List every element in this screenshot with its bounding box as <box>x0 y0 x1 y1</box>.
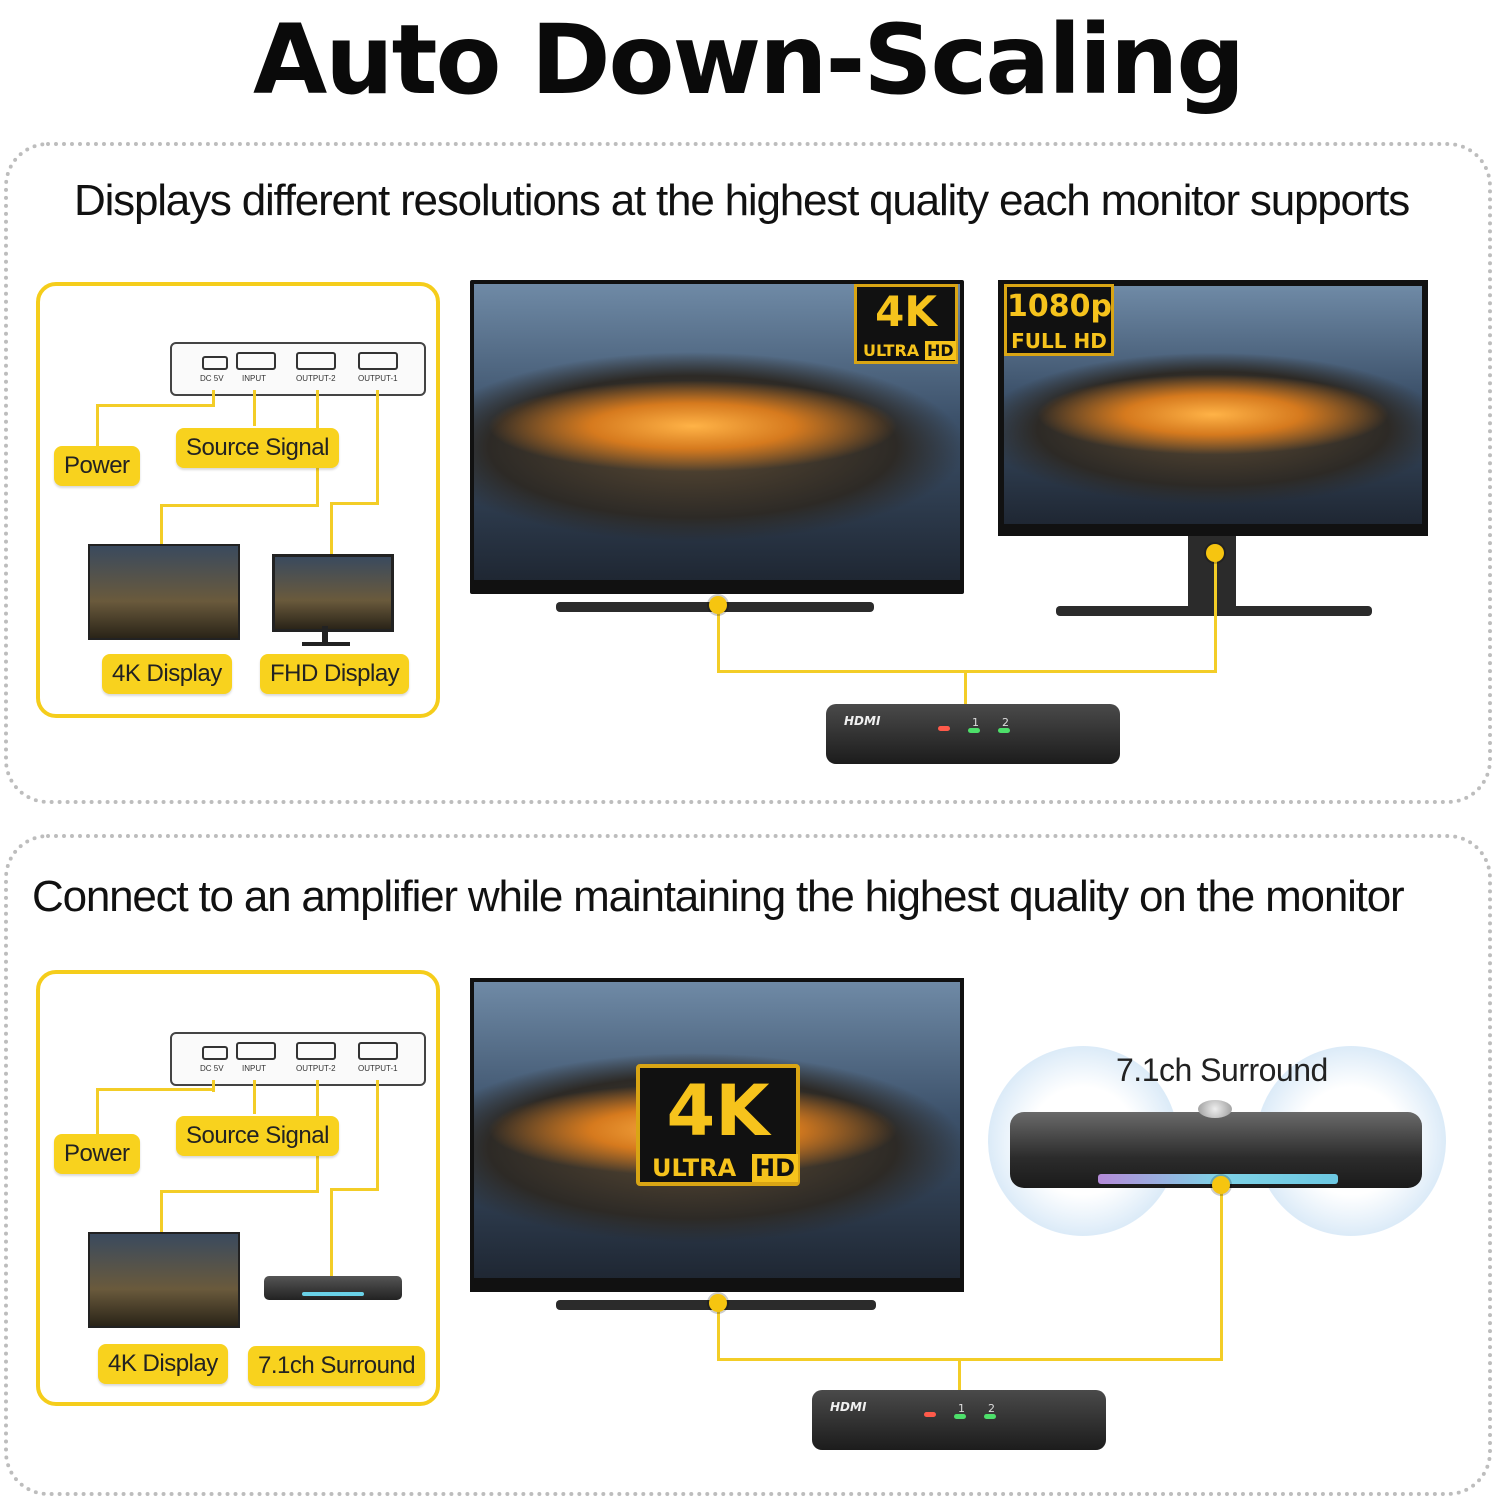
wire <box>160 504 163 548</box>
badge-big-text: 1080p <box>1007 289 1112 324</box>
source-signal-tag: Source Signal <box>176 428 339 468</box>
led-2-icon <box>998 728 1010 733</box>
wire <box>96 1088 99 1138</box>
badge-1080p-full-hd: 1080p FULL HD <box>1004 284 1114 356</box>
mini-soundbar-icon <box>264 1276 402 1300</box>
led-label: 2 <box>988 1402 995 1415</box>
port-output1-icon <box>358 352 398 370</box>
badge-4k-ultra-hd: 4K ULTRA HD <box>854 284 958 364</box>
section-subtitle: Connect to an amplifier while maintainin… <box>32 872 1405 921</box>
port-label: INPUT <box>242 374 266 383</box>
badge-big-text: 4K <box>875 287 937 336</box>
wire <box>330 502 379 505</box>
connection-diagram: DC 5V INPUT OUTPUT-2 OUTPUT-1 Power Sour… <box>36 282 440 718</box>
4k-display-tag: 4K Display <box>102 654 232 694</box>
wire <box>96 1088 215 1091</box>
wire <box>253 390 256 426</box>
badge-hd-text: HD <box>925 341 956 360</box>
led-label: 2 <box>1002 716 1009 729</box>
badge-4k-ultra-hd: 4K ULTRA HD <box>636 1064 800 1186</box>
mini-stand-icon <box>322 626 328 644</box>
wire <box>160 504 319 507</box>
source-signal-tag: Source Signal <box>176 1116 339 1156</box>
led-1-icon <box>968 728 980 733</box>
surround-tag: 7.1ch Surround <box>248 1346 426 1386</box>
badge-small-text: ULTRA <box>863 341 920 360</box>
port-input-icon <box>236 1042 276 1060</box>
port-output2-icon <box>296 352 336 370</box>
mini-4k-display-icon <box>88 544 240 640</box>
wire <box>717 606 720 672</box>
wire <box>964 670 967 706</box>
wire <box>1220 1186 1223 1360</box>
led-2-icon <box>984 1414 996 1419</box>
hdmi-logo: HDMI <box>830 1400 867 1414</box>
led-1-icon <box>954 1414 966 1419</box>
port-input-icon <box>236 352 276 370</box>
power-led-icon <box>924 1412 936 1417</box>
port-label: INPUT <box>242 1064 266 1073</box>
wire <box>253 1080 256 1114</box>
wire <box>96 404 215 407</box>
led-label: 1 <box>958 1402 965 1415</box>
connector-dot <box>1212 1176 1230 1194</box>
port-dc-icon <box>202 1046 228 1060</box>
port-label: DC 5V <box>200 1064 224 1073</box>
power-tag: Power <box>54 446 140 486</box>
panel-auto-scaling <box>4 142 1492 804</box>
wire <box>330 1188 379 1191</box>
power-tag: Power <box>54 1134 140 1174</box>
connector-dot <box>709 596 727 614</box>
wire <box>212 390 215 406</box>
wire <box>96 404 99 450</box>
hdmi-splitter-device: HDMI 1 2 <box>812 1390 1106 1450</box>
badge-small-text: ULTRA <box>652 1154 737 1182</box>
soundbar-knob-icon <box>1198 1100 1232 1118</box>
wire <box>1214 556 1217 672</box>
wire <box>717 1304 720 1360</box>
mini-4k-display-icon <box>88 1232 240 1328</box>
section-subtitle: Displays different resolutions at the hi… <box>74 176 1410 225</box>
badge-small-text: FULL HD <box>1011 329 1107 353</box>
4k-display-tag: 4K Display <box>98 1344 228 1384</box>
wire <box>160 1190 319 1193</box>
connector-dot <box>709 1294 727 1312</box>
badge-big-text: 4K <box>666 1070 770 1152</box>
wire <box>717 670 1217 673</box>
port-output1-icon <box>358 1042 398 1060</box>
port-label: OUTPUT-2 <box>296 1064 336 1073</box>
wire <box>330 1188 333 1278</box>
led-label: 1 <box>972 716 979 729</box>
wire <box>212 1080 215 1092</box>
port-dc-icon <box>202 356 228 370</box>
mini-stand-icon <box>302 642 350 646</box>
mini-soundbar-glow <box>302 1292 364 1296</box>
wire <box>376 390 379 504</box>
wire <box>330 502 333 554</box>
hdmi-splitter-device: HDMI 1 2 <box>826 704 1120 764</box>
port-label: DC 5V <box>200 374 224 383</box>
connection-diagram: DC 5V INPUT OUTPUT-2 OUTPUT-1 Power Sour… <box>36 970 440 1406</box>
power-led-icon <box>938 726 950 731</box>
speaker-label: 7.1ch Surround <box>1116 1052 1328 1088</box>
panel-amplifier <box>4 834 1492 1496</box>
wire <box>160 1190 163 1236</box>
mini-fhd-display-icon <box>272 554 394 632</box>
port-output2-icon <box>296 1042 336 1060</box>
fhd-display-tag: FHD Display <box>260 654 410 694</box>
wire <box>717 1358 1223 1361</box>
wire <box>376 1080 379 1190</box>
hdmi-logo: HDMI <box>844 714 881 728</box>
port-label: OUTPUT-1 <box>358 374 398 383</box>
page-title: Auto Down-Scaling <box>252 4 1245 116</box>
connector-dot <box>1206 544 1224 562</box>
port-label: OUTPUT-1 <box>358 1064 398 1073</box>
badge-hd-text: HD <box>752 1154 799 1182</box>
port-label: OUTPUT-2 <box>296 374 336 383</box>
wire <box>958 1358 961 1390</box>
